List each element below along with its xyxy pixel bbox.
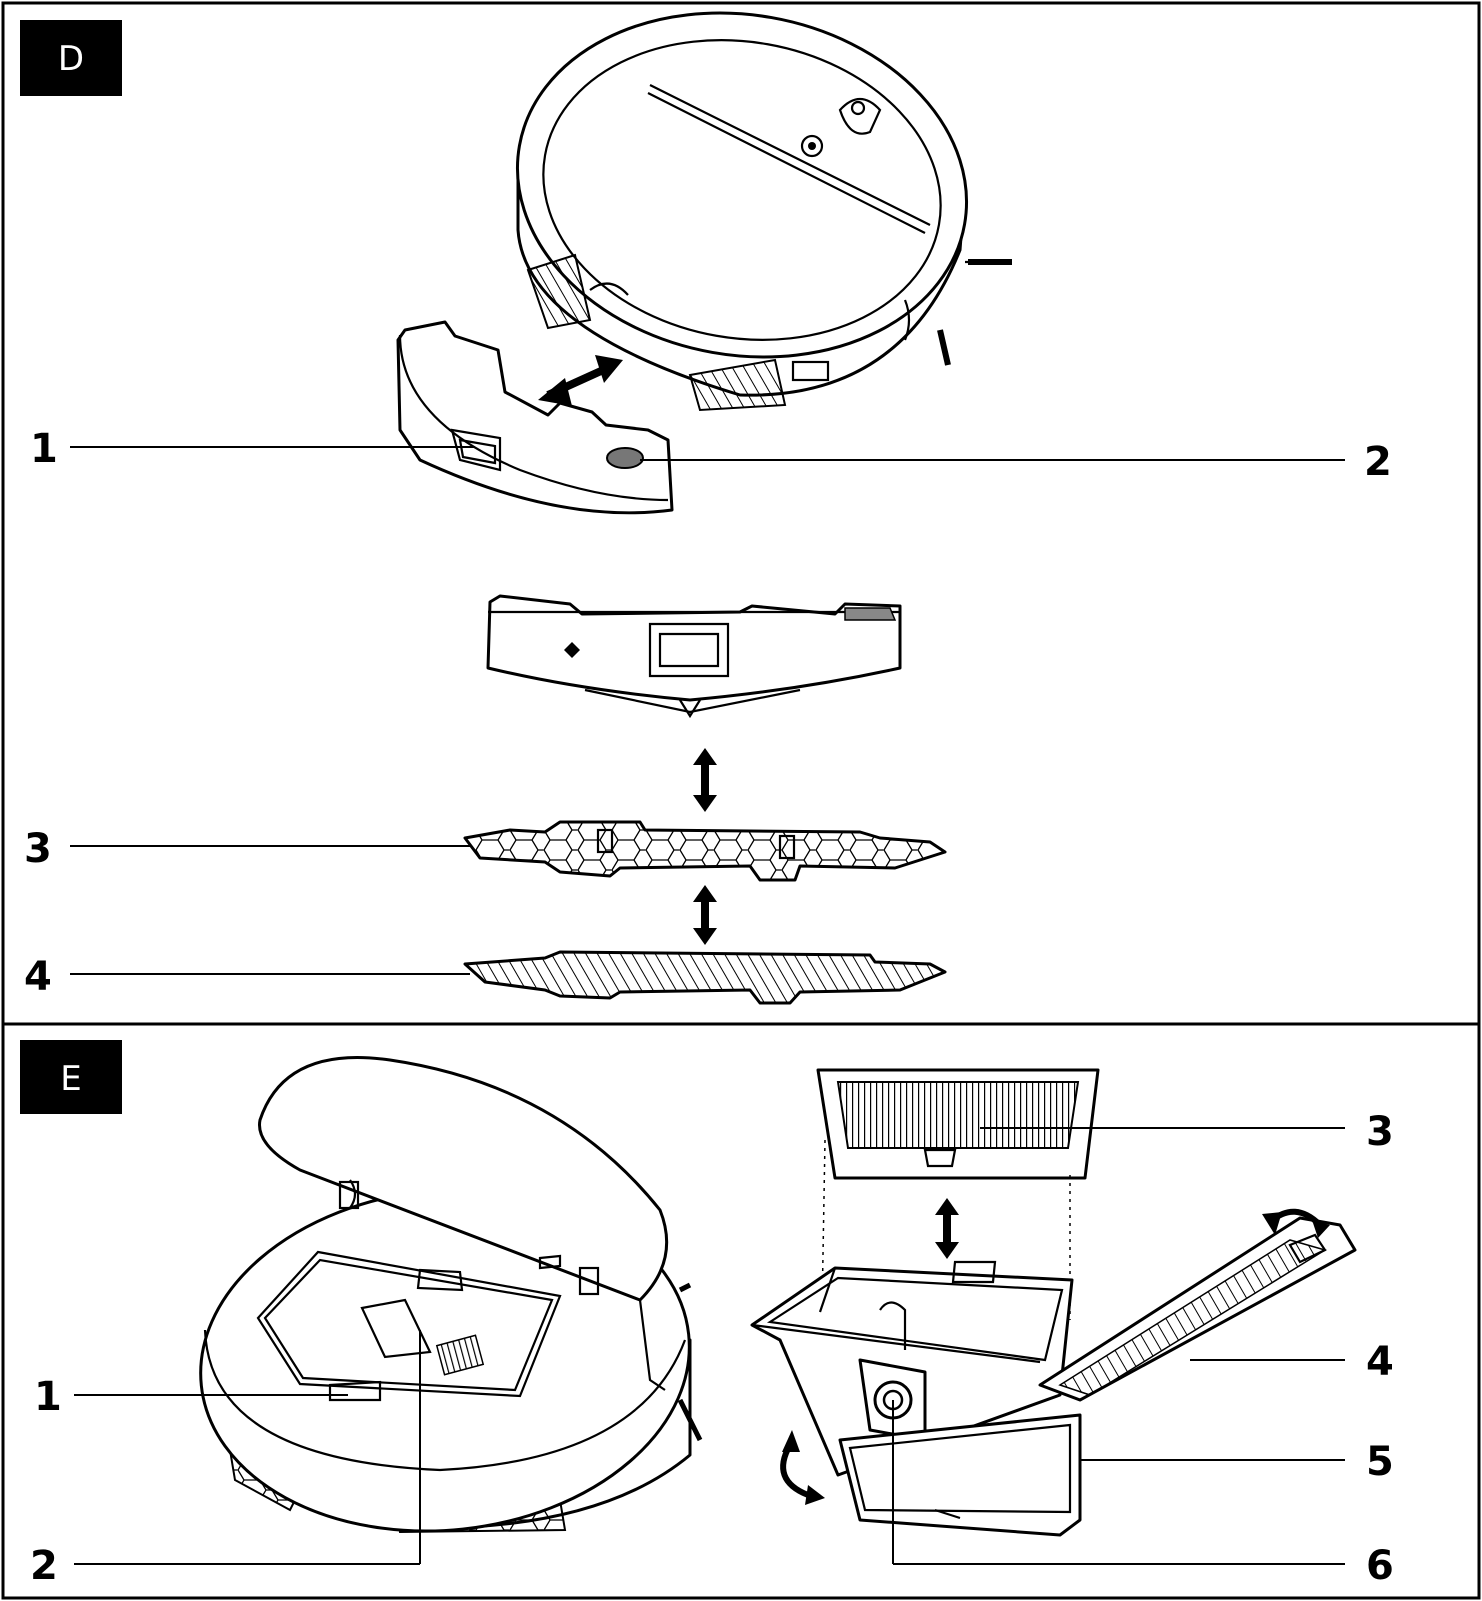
svg-text:3: 3 [1366,1109,1394,1155]
mop-pad [465,952,945,1003]
svg-text:2: 2 [30,1543,58,1589]
panel-e-callout-4: 4 [1190,1339,1394,1385]
svg-text:4: 4 [24,954,52,1000]
svg-text:6: 6 [1366,1543,1394,1589]
vertical-arrow-icon-1 [693,748,717,812]
filter-vertical-arrow-icon [935,1198,959,1259]
vertical-arrow-icon-2 [693,885,717,945]
svg-text:1: 1 [34,1374,62,1420]
panel-d-callout-3: 3 [24,826,470,872]
hepa-filter [818,1070,1098,1178]
panel-d: D [20,0,1392,1003]
panel-e-tag-label: E [60,1059,81,1099]
svg-text:2: 2 [1364,439,1392,485]
dust-bin [752,1218,1355,1535]
svg-text:4: 4 [1366,1339,1394,1385]
slide-arrow-icon [538,355,623,406]
mop-holder-plate [465,822,945,880]
panel-d-callout-2: 2 [640,439,1392,485]
panel-d-tag-label: D [58,39,84,79]
rotate-arrow-icon-bottom [782,1430,825,1505]
svg-text:3: 3 [24,826,52,872]
svg-text:1: 1 [30,426,58,472]
panel-d-callout-4: 4 [24,954,470,1000]
panel-e: E [20,1040,1394,1589]
svg-text:5: 5 [1366,1439,1394,1485]
robot-vacuum-lid-open [184,1058,707,1555]
robot-vacuum-top [490,0,1012,410]
panel-e-callout-5: 5 [1080,1439,1394,1485]
water-tank-front [488,596,900,716]
